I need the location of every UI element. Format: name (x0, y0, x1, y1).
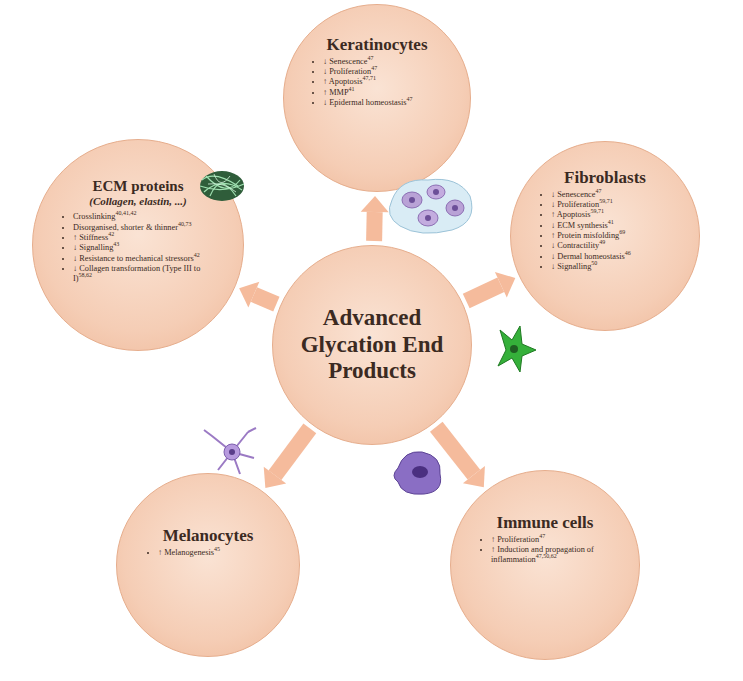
effect-item: ↓ ECM synthesis41 (551, 221, 669, 231)
node-subtitle: (Collagen, elastin, ...) (89, 195, 186, 207)
effect-item: ↑ Induction and propagation of inflammat… (491, 545, 609, 566)
node-title: Melanocytes (163, 526, 254, 546)
citation-number: 45 (214, 546, 220, 552)
node-title: Immune cells (497, 513, 594, 533)
effect-item: ↓ Senescence47 (323, 57, 441, 67)
citation-number: 59,71 (590, 209, 604, 215)
citation-number: 58,62 (79, 273, 93, 279)
citation-number: 42 (108, 231, 114, 237)
citation-number: 47,71 (362, 76, 376, 82)
effect-item: ↓ Resistance to mechanical stressors42 (73, 254, 213, 264)
effect-item: ↑ Apoptosis47,71 (323, 77, 441, 87)
effect-item: ↓ Collagen transformation (Type III to I… (73, 264, 213, 285)
arrow-shaft (269, 424, 317, 480)
citation-number: 69 (619, 229, 625, 235)
effect-list: ↑ Melanogenesis45 (148, 548, 268, 558)
citation-number: 47 (539, 533, 545, 539)
cell-circle: Immune cells↑ Proliferation47↑ Induction… (450, 470, 640, 660)
arrow-shaft (366, 212, 383, 241)
effect-item: ↑ Stiffness42 (73, 233, 213, 243)
cell-circle: Melanocytes ↑ Melanogenesis45 (116, 473, 300, 657)
citation-number: 47 (595, 188, 601, 194)
effect-list: Crosslinking40,41,42Disorganised, shorte… (63, 212, 213, 285)
node-title: ECM proteins (93, 178, 184, 195)
node-title: Advanced Glycation End Products (293, 305, 451, 384)
node-title: Keratinocytes (326, 35, 427, 55)
effect-item: ↑ Melanogenesis45 (158, 548, 268, 558)
arrow-head (264, 467, 286, 488)
arrow-head (361, 196, 389, 212)
effect-item: ↓ Signalling50 (551, 262, 669, 272)
block-arrow (430, 422, 485, 487)
effect-item: ↑ Protein misfolding69 (551, 231, 669, 241)
collagen-icon (200, 171, 244, 201)
immune-cell-icon (394, 452, 441, 494)
effect-list: ↓ Senescence47↓ Proliferation47↑ Apoptos… (313, 57, 441, 109)
cell-circle: ECM proteins(Collagen, elastin, ...) Cros… (32, 139, 244, 351)
citation-number: 49 (599, 240, 605, 246)
keratinocyte-icon (389, 179, 472, 233)
fibroblast-icon (498, 326, 536, 372)
node-title: Fibroblasts (564, 168, 646, 188)
citation-number: 40,41,42 (115, 210, 136, 216)
effect-item: ↓ Dermal homeostasis46 (551, 252, 669, 262)
citation-number: 41 (608, 219, 614, 225)
cell-circle: Keratinocytes↓ Senescence47↓ Proliferati… (283, 4, 471, 192)
effect-item: ↓ Proliferation59,71 (551, 200, 669, 210)
effect-list: ↑ Proliferation47↑ Induction and propaga… (481, 535, 609, 566)
citation-number: 42 (194, 252, 200, 258)
block-arrow (239, 282, 279, 312)
block-arrow (463, 272, 516, 308)
effect-item: Crosslinking40,41,42 (73, 212, 213, 222)
citation-number: 47 (406, 96, 412, 102)
arrow-head (495, 272, 515, 297)
arrow-shaft (430, 422, 480, 480)
cell-circle: Fibroblasts↓ Senescence47↓ Proliferation… (510, 141, 700, 331)
citation-number: 59,71 (599, 198, 613, 204)
arrow-head (463, 466, 485, 487)
citation-number: 47 (371, 65, 377, 71)
effect-item: ↓ Signalling43 (73, 243, 213, 253)
effect-list: ↓ Senescence47↓ Proliferation59,71↑ Apop… (541, 190, 669, 273)
citation-number: 46 (625, 250, 631, 256)
arrow-head (239, 282, 259, 308)
effect-item: Disorganised, shorter & thinner40,73 (73, 223, 213, 233)
block-arrow (361, 196, 389, 241)
effect-item: ↓ Epidermal homeostasis47 (323, 98, 441, 108)
citation-number: 47 (367, 55, 373, 61)
melanocyte-icon (204, 428, 256, 474)
arrow-shaft (463, 277, 504, 308)
citation-number: 50 (591, 260, 597, 266)
effect-item: ↑ MMP41 (323, 88, 441, 98)
citation-number: 41 (349, 86, 355, 92)
cell-circle: Advanced Glycation End Products (272, 245, 472, 445)
citation-number: 40,73 (178, 221, 192, 227)
effect-item: ↑ Proliferation47 (491, 535, 609, 545)
effect-item: ↓ Contractility49 (551, 241, 669, 251)
block-arrow (264, 424, 317, 488)
citation-number: 47,50,62 (536, 554, 557, 560)
effect-item: ↓ Proliferation47 (323, 67, 441, 77)
citation-number: 43 (113, 242, 119, 248)
